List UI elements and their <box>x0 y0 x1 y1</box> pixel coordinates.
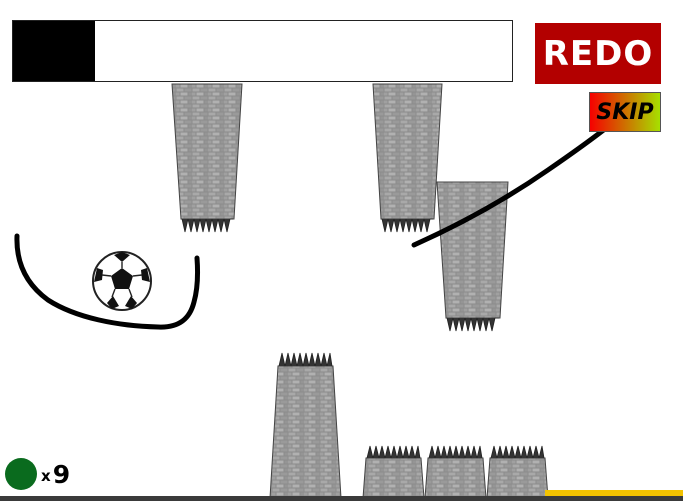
progress-bar-fill <box>13 21 96 81</box>
stone-block-middle <box>436 181 509 332</box>
lives-multiplier: x <box>41 467 51 485</box>
lives-counter: x 9 <box>5 458 70 490</box>
drawn-line-cup <box>14 233 201 330</box>
stone-pillar-ground-tall <box>269 352 342 499</box>
stone-block-ground-1 <box>362 445 425 499</box>
soccer-ball <box>92 251 152 311</box>
redo-button[interactable]: REDO <box>535 23 661 84</box>
stone-pillar-hanging-2 <box>372 83 443 233</box>
progress-bar <box>12 20 513 82</box>
skip-button[interactable]: SKIP <box>589 92 661 132</box>
ground-line <box>0 496 683 501</box>
goal-strip <box>545 490 683 496</box>
lives-ball-icon <box>5 458 37 490</box>
stone-pillar-hanging-1 <box>171 83 243 233</box>
stone-block-ground-2 <box>424 445 487 499</box>
stone-block-ground-3 <box>486 445 549 499</box>
lives-count: 9 <box>52 459 71 489</box>
